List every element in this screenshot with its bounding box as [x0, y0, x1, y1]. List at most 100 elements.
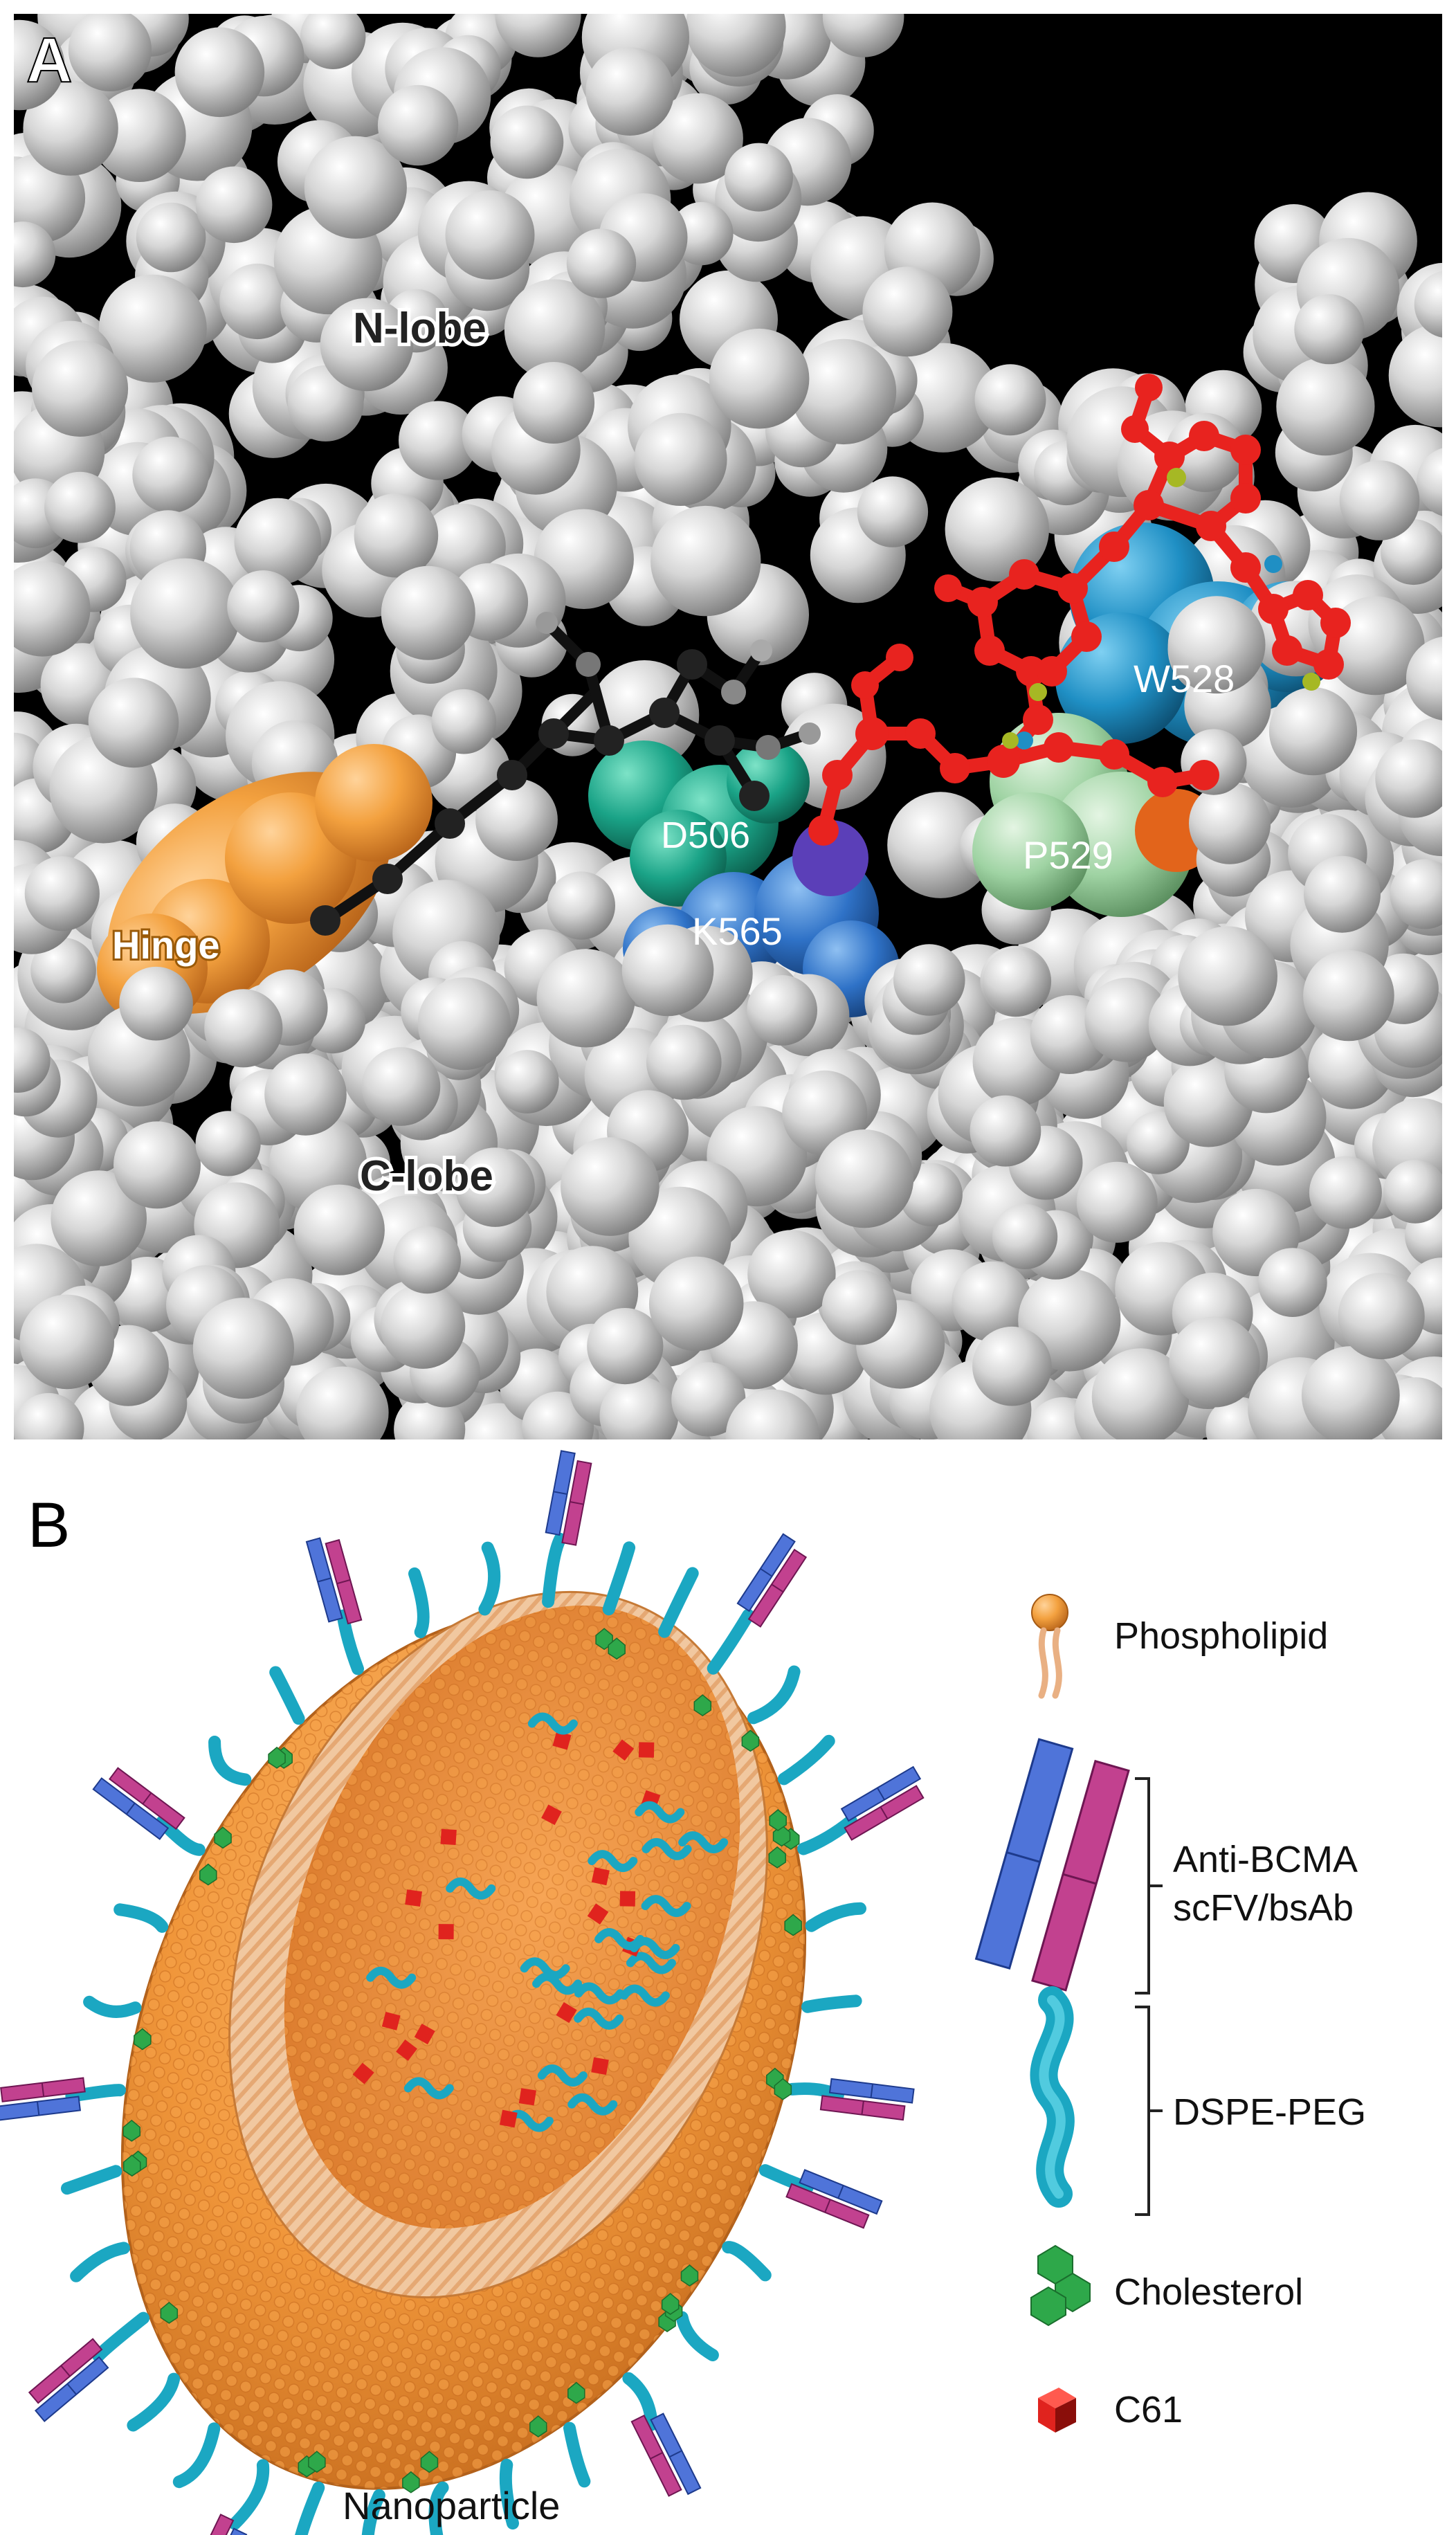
- atom-sphere: [399, 401, 478, 480]
- atom-sphere: [361, 1047, 441, 1126]
- peg-chain: [208, 1736, 252, 1786]
- peg-chain: [172, 2422, 221, 2489]
- antibody: [785, 2169, 883, 2229]
- peg-chain: [675, 2311, 719, 2361]
- c61-molecule: [405, 1889, 422, 1907]
- cholesterol-molecule: [529, 2415, 547, 2437]
- cholesterol-molecule: [693, 1694, 712, 1717]
- atom-sphere: [132, 436, 209, 514]
- atom-sphere: [300, 14, 366, 69]
- panel-a-labels: N-lobe C-lobe Hinge D506 K565 W528 P529: [110, 301, 1235, 1203]
- atom-sphere: [585, 47, 675, 136]
- c61-icon: [1038, 2388, 1076, 2433]
- atom-sphere: [1167, 596, 1266, 694]
- legend-antibody-line2: scFV/bsAb: [1173, 1887, 1354, 1929]
- cholesterol-molecule: [784, 1914, 802, 1936]
- c61-molecule: [438, 1924, 454, 1940]
- peg-chain: [797, 1815, 857, 1855]
- atom-sphere: [14, 153, 86, 243]
- cholesterol-molecule: [160, 2301, 179, 2324]
- atom-sphere: [1276, 357, 1375, 456]
- atom-sphere: [1165, 412, 1245, 493]
- cholesterol-molecule: [214, 1826, 232, 1849]
- peg-chain: [499, 2458, 519, 2530]
- peg-chain: [722, 2241, 772, 2282]
- antibody: [305, 1537, 363, 1625]
- label-p529: P529: [1023, 833, 1113, 877]
- atom-sphere: [504, 279, 606, 381]
- atom-sphere: [227, 570, 300, 643]
- cholesterol-molecule: [741, 1729, 760, 1752]
- atom-sphere: [320, 298, 414, 392]
- atom-sphere: [646, 1024, 722, 1100]
- atom-sphere: [68, 14, 152, 91]
- atom-sphere: [709, 328, 810, 429]
- nanoparticle-peg-chains: [61, 1532, 866, 2535]
- atom-sphere: [992, 1203, 1058, 1270]
- atom-sphere: [1189, 782, 1271, 864]
- nanoparticle-antibodies: [0, 1450, 925, 2535]
- peg-chain-inner: [520, 1957, 570, 1980]
- c61-molecule: [591, 1867, 610, 1886]
- atom-sphere: [380, 1284, 466, 1369]
- atom-sphere: [790, 338, 897, 445]
- hinge-region: [97, 744, 433, 1024]
- label-n-lobe: N-lobe: [353, 305, 486, 352]
- atom-sphere: [296, 1366, 389, 1439]
- atom-sphere: [14, 1392, 84, 1439]
- atom-sphere: [974, 364, 1046, 436]
- atom-sphere: [113, 1121, 201, 1209]
- peg-chain: [361, 2489, 385, 2535]
- antibody: [545, 1450, 592, 1546]
- antibody: [736, 1533, 808, 1628]
- atom-sphere: [1405, 636, 1442, 720]
- cholesterol-molecule: [123, 2154, 141, 2177]
- atom-sphere: [130, 558, 241, 669]
- atom-sphere: [192, 1298, 294, 1399]
- antibody: [28, 2338, 109, 2422]
- atom-sphere: [381, 565, 475, 660]
- peg-chain: [336, 1609, 364, 1675]
- nanoparticle-inner-texture: [284, 1605, 740, 2229]
- atom-sphere: [671, 1362, 746, 1437]
- antibody: [819, 2078, 915, 2121]
- c61-molecule: [591, 2057, 609, 2075]
- peg-chain-inner: [635, 1801, 685, 1824]
- atom-sphere: [621, 924, 714, 1017]
- antibody-bracket: [1135, 1777, 1163, 1995]
- peg-chain: [295, 2481, 325, 2535]
- atom-sphere: [195, 166, 273, 244]
- peg-chain-inner: [619, 1984, 670, 2007]
- peg-chain: [156, 1815, 206, 1856]
- c61-molecule: [352, 2062, 374, 2084]
- cholesterol-molecule: [199, 1863, 217, 1886]
- atom-sphere: [653, 93, 743, 184]
- cholesterol-molecule: [768, 1846, 786, 1869]
- atom-sphere: [431, 689, 497, 754]
- atom-sphere: [1257, 1248, 1327, 1317]
- atom-sphere: [862, 266, 953, 357]
- atom-sphere: [195, 1111, 261, 1176]
- atom-sphere: [547, 871, 615, 940]
- peg-chain: [801, 1995, 862, 2013]
- peg-chain: [658, 1567, 699, 1638]
- c61-molecule: [396, 2039, 417, 2061]
- atom-sphere: [747, 1230, 836, 1318]
- atom-sphere: [650, 505, 761, 617]
- peg-chain: [805, 1902, 866, 1932]
- peg-chain: [70, 2242, 130, 2282]
- peg-chain-inner: [641, 1895, 691, 1917]
- c61-molecule: [612, 1739, 635, 1761]
- peg-chain-inner: [532, 1972, 583, 1995]
- legend-phospholipid: Phospholipid: [1114, 1615, 1328, 1657]
- peg-chain-inner: [403, 2077, 454, 2100]
- atom-sphere: [490, 105, 564, 179]
- peg-chain-inner: [567, 2093, 618, 2116]
- peg-chain: [228, 2459, 270, 2530]
- dspe-peg-icon: [1030, 1986, 1075, 2208]
- nanoparticle: [0, 1450, 925, 2535]
- atom-sphere: [98, 274, 207, 383]
- atom-sphere: [972, 1326, 1052, 1406]
- antibody: [0, 2077, 86, 2121]
- atom-sphere: [417, 977, 511, 1071]
